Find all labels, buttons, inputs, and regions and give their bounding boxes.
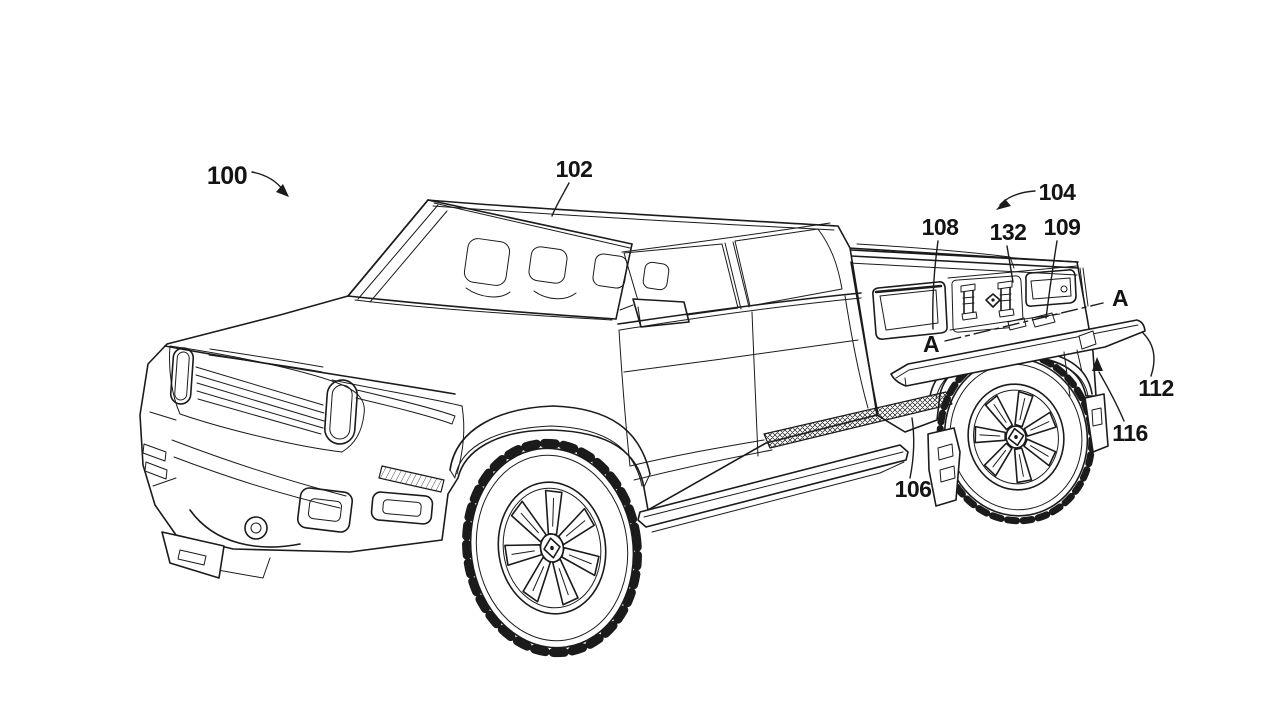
ref-leader-102 <box>551 182 570 217</box>
ref-leader-116 <box>1098 371 1125 422</box>
ref-label-109: 109 <box>1044 214 1081 240</box>
ref-label-102: 102 <box>556 156 593 182</box>
reference-annotations: 100 102 104 108 132 109 A A 112 116 106 <box>207 156 1174 502</box>
ref-label-116: 116 <box>1112 420 1148 446</box>
rear-underbody <box>927 393 1109 507</box>
ref-leader-132 <box>1006 245 1014 283</box>
ref-leader-106 <box>909 417 915 479</box>
ref-label-112: 112 <box>1138 375 1174 401</box>
ref-leader-112 <box>1142 332 1155 377</box>
ref-leader-108 <box>932 240 939 330</box>
front-wheel <box>453 432 651 664</box>
ref-label-106: 106 <box>895 476 932 502</box>
section-line-a-a <box>944 302 1104 342</box>
ref-label-104: 104 <box>1039 179 1077 205</box>
ref-label-section-a-right: A <box>1112 285 1128 311</box>
rear-wheel <box>927 341 1105 533</box>
ref-label-section-a-left: A <box>923 331 939 357</box>
ref-leader-109 <box>1045 240 1058 319</box>
ref-label-108: 108 <box>922 214 960 240</box>
ref-label-100: 100 <box>207 162 247 190</box>
cab-and-hood <box>139 199 879 579</box>
running-board <box>637 444 909 533</box>
ref-arrow-100 <box>251 171 284 191</box>
front-fender-flare <box>449 405 651 488</box>
ref-label-132: 132 <box>990 219 1027 245</box>
rocker-hatch-strip <box>763 391 953 449</box>
gear-tunnel-table <box>890 319 1146 397</box>
